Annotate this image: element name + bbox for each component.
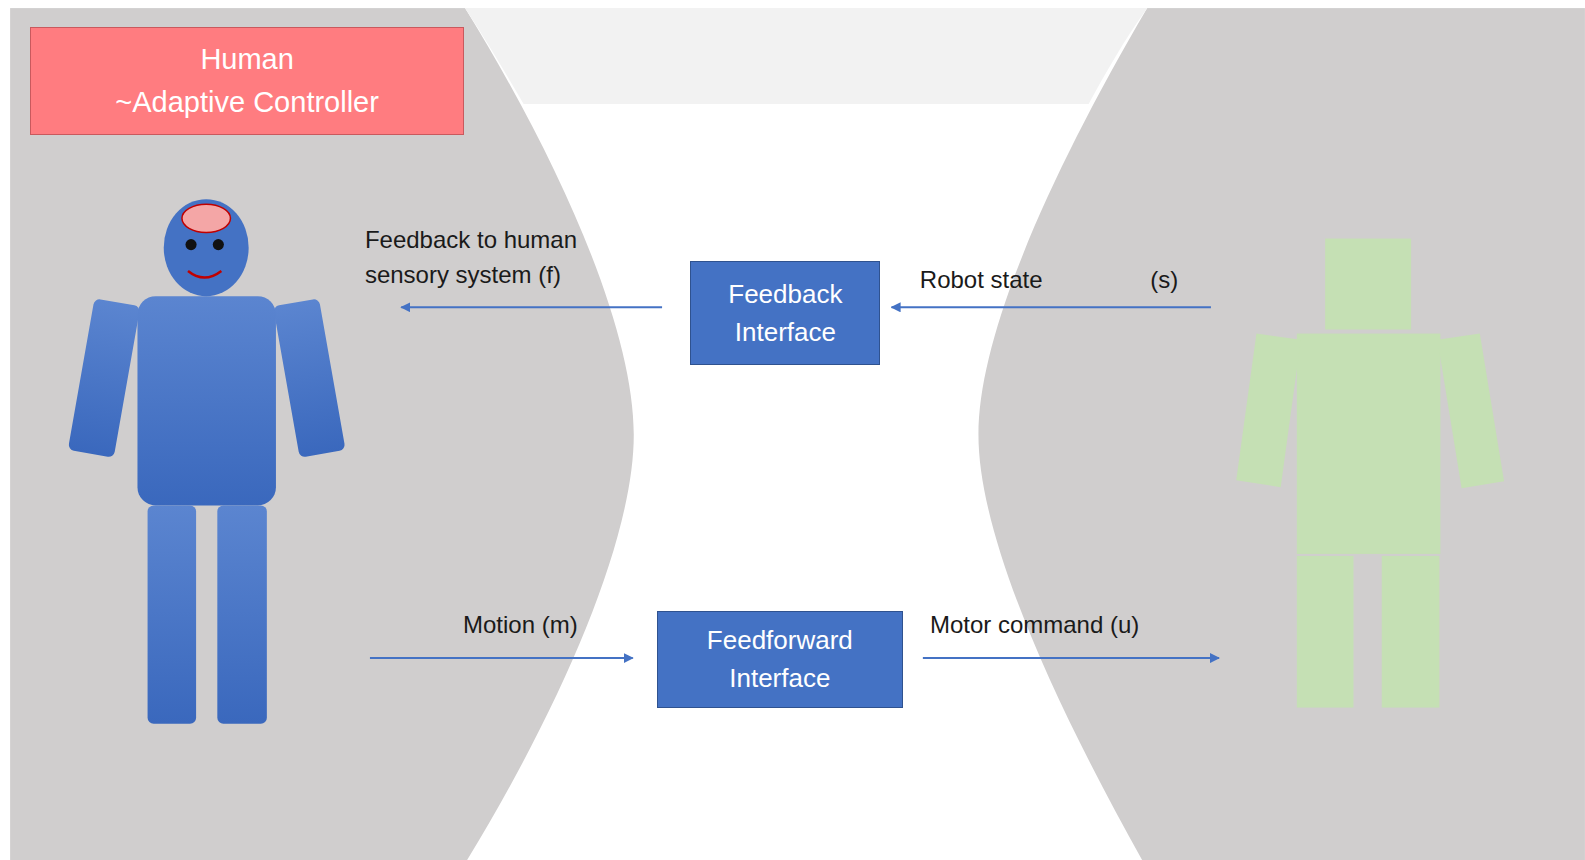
human-arm [273, 298, 345, 457]
state-arrow [892, 306, 1211, 308]
human-eye [213, 239, 224, 250]
box-label: Feedback Interface [702, 275, 868, 351]
signal-label: Feedback to human sensory system (f) [365, 222, 618, 292]
title-box: Human~Adaptive Controller [30, 27, 464, 135]
interface-box: Feedforward Interface [657, 611, 903, 708]
human-figure [68, 199, 346, 724]
signal-label: Robot state [920, 262, 1043, 297]
interface-box: Feedback Interface [690, 261, 880, 365]
human-brain [182, 204, 231, 232]
human-body [137, 296, 275, 505]
grey-ground [10, 8, 1585, 860]
human-smile [188, 271, 221, 278]
title-text: ~Adaptive Controller [115, 81, 379, 124]
feedback-arrow [401, 306, 662, 308]
robot-leg [1297, 556, 1354, 708]
human-leg [148, 505, 197, 723]
human-arm [68, 298, 140, 457]
robot-arm [1437, 334, 1504, 489]
top-band [465, 8, 1147, 104]
human-leg [217, 505, 267, 723]
channel-ground [465, 8, 1147, 860]
signal-label: Motion (m) [463, 607, 578, 642]
motion-arrow [370, 657, 633, 659]
signal-name: (s) [1150, 262, 1178, 297]
box-label: Feedforward Interface [669, 621, 891, 697]
robot-head [1325, 239, 1411, 330]
signal-label: Motor command (u) [930, 607, 1139, 642]
robot-arm [1236, 334, 1301, 488]
robot-body [1297, 334, 1441, 554]
robot-leg [1382, 556, 1440, 708]
robot-figure [1236, 239, 1504, 708]
command-arrow [923, 657, 1219, 659]
human-head [164, 199, 249, 296]
title-text: Human [200, 38, 294, 81]
human-eye [185, 239, 196, 250]
